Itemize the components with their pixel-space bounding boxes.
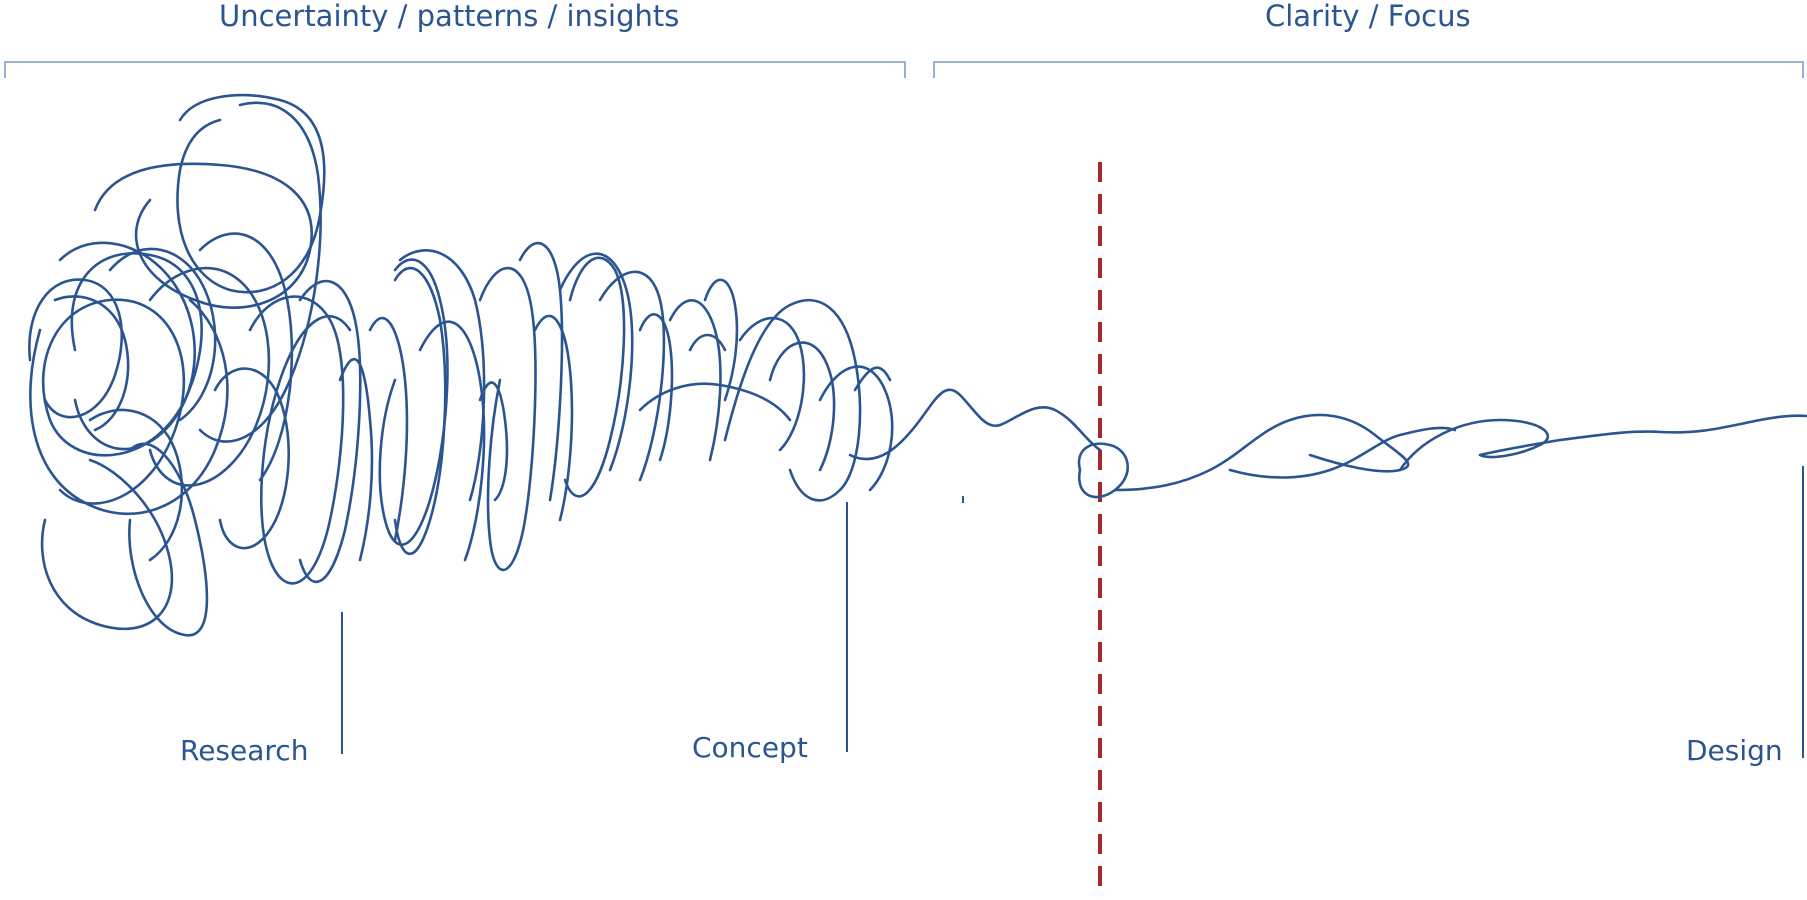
uncertainty-phase-label: Uncertainty / patterns / insights xyxy=(219,0,680,33)
design-squiggle xyxy=(28,93,1807,637)
design-stage-label: Design xyxy=(1686,734,1783,767)
right-phase-bracket xyxy=(933,61,1804,78)
research-stage-label: Research xyxy=(180,734,309,767)
left-phase-bracket xyxy=(4,61,906,78)
concept-stage-label: Concept xyxy=(692,731,808,764)
clarity-phase-label: Clarity / Focus xyxy=(1265,0,1471,33)
